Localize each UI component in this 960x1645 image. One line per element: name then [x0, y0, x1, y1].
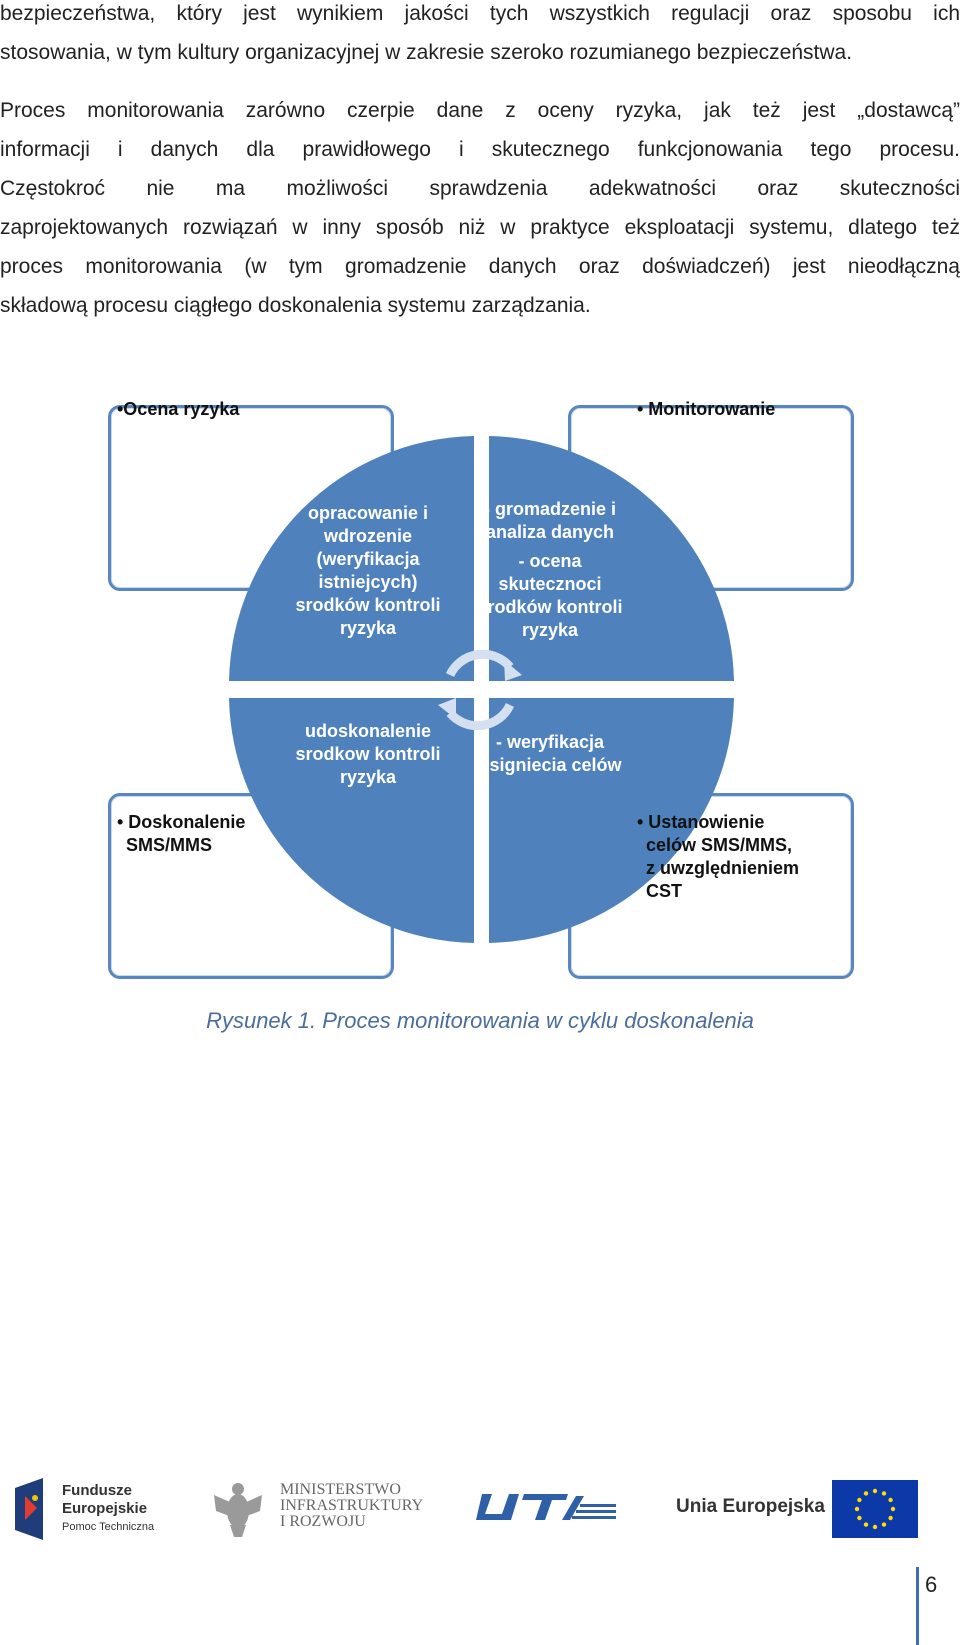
quadrant-text-top-right: - gromadzenie i analiza danych - ocena s…: [470, 498, 630, 642]
logo-line: I ROZWOJU: [280, 1513, 366, 1530]
eu-star: [872, 1488, 878, 1494]
page-rule: [916, 1567, 919, 1645]
quad-line: wdrozenie: [323, 526, 412, 546]
circle-quadrants: [229, 436, 734, 943]
eu-flag-icon: [832, 1480, 918, 1538]
eu-star: [881, 1491, 887, 1496]
quad-line: osigniecia celów: [478, 755, 622, 775]
figure-caption: Rysunek 1. Proces monitorowania w cyklu …: [206, 1008, 754, 1033]
label-line: • Ustanowienie: [637, 812, 765, 832]
text-line: Proces monitorowania zarówno czerpie dan…: [0, 99, 960, 122]
logo-line: Europejskie: [62, 1500, 148, 1517]
quad-line: ryzyka: [521, 620, 579, 640]
logo-line: Fundusze: [62, 1482, 132, 1499]
label-line: z uwzględnieniem: [646, 858, 800, 878]
eagle-emblem-icon: [214, 1483, 262, 1537]
text-line: bezpieczeństwa, który jest wynikiem jako…: [0, 2, 960, 25]
quadrant-text-top-left: opracowanie i wdrozenie (weryfikacja ist…: [288, 502, 448, 640]
quad-line: (weryfikacja: [316, 549, 420, 569]
eu-title: Unia Europejska: [676, 1496, 825, 1517]
quad-line: ryzyka: [339, 618, 397, 638]
label-ustanowienie: • Ustanowienie celów SMS/MMS, z uwzględn…: [637, 811, 799, 903]
ministry-title: MINISTERSTWO INFRASTRUKTURY I ROZWOJU: [280, 1482, 423, 1530]
eu-star: [890, 1506, 896, 1512]
quad-line: istniejcych): [318, 572, 418, 592]
footer-logos: Fundusze Europejskie Pomoc Techniczna MI…: [0, 1470, 960, 1550]
quadrant-text-bottom-left: udoskonalenie srodkow kontroli ryzyka: [288, 720, 448, 789]
label-doskonalenie: • Doskonalenie SMS/MMS: [117, 811, 245, 857]
quadrant-top-left: [229, 436, 474, 681]
quad-line: srodkow kontroli: [295, 744, 441, 764]
text-line: stosowania, w tym kultury organizacyjnej…: [0, 41, 853, 64]
paragraph-1: bezpieczeństwa, który jest wynikiem jako…: [0, 0, 960, 72]
label-monitorowanie: • Monitorowanie: [637, 399, 776, 419]
fe-title: Fundusze Europejskie Pomoc Techniczna: [62, 1482, 154, 1536]
eu-star: [872, 1524, 878, 1530]
page-number: 6: [925, 1572, 938, 1597]
quad-line: ryzyka: [339, 767, 397, 787]
quad-line: srodków kontroli: [295, 595, 441, 615]
quad-line: skutecznoci: [498, 574, 602, 594]
logo-line: Pomoc Techniczna: [62, 1521, 155, 1533]
eu-star: [881, 1522, 887, 1527]
text-line: informacji i danych dla prawidłowego i s…: [0, 138, 960, 161]
eu-star: [863, 1491, 869, 1496]
eu-star: [854, 1506, 860, 1512]
quadrant-text-bottom-right: - weryfikacja osigniecia celów: [470, 731, 630, 777]
text-line: zaprojektowanych rozwiązań w inny sposób…: [0, 216, 960, 239]
text-line: składową procesu ciągłego doskonalenia s…: [0, 294, 591, 317]
label-ocena-ryzyka: •Ocena ryzyka: [117, 399, 240, 419]
fundusze-europejskie-logo-icon: [15, 1478, 43, 1540]
quad-line: - weryfikacja: [495, 732, 605, 752]
eu-star: [888, 1497, 893, 1503]
quadrant-bottom-left: [229, 698, 474, 943]
label-line: SMS/MMS: [126, 835, 213, 855]
quad-line: srodków kontroli: [477, 597, 623, 617]
quadrant-top-right: [489, 436, 734, 681]
eu-star: [863, 1522, 869, 1527]
label-line: celów SMS/MMS,: [646, 835, 793, 855]
text-line: Częstokroć nie ma możliwości sprawdzenia…: [0, 177, 960, 200]
quad-line: udoskonalenie: [304, 721, 432, 741]
text-line: proces monitorowania (w tym gromadzenie …: [0, 255, 960, 278]
label-line: • Doskonalenie: [117, 812, 246, 832]
paragraph-2: Proces monitorowania zarówno czerpie dan…: [0, 91, 960, 325]
label-line: CST: [646, 881, 682, 901]
eu-star: [888, 1515, 893, 1521]
eu-star: [857, 1515, 862, 1521]
quad-line: - ocena: [518, 551, 582, 571]
eu-star: [857, 1497, 862, 1503]
quad-line: opracowanie i: [307, 503, 429, 523]
logo-line: MINISTERSTWO: [280, 1481, 401, 1498]
quad-line: analiza danych: [485, 522, 615, 542]
utk-logo-icon: [476, 1494, 616, 1520]
cycle-arrows-icon: [445, 649, 515, 731]
quad-line: - gromadzenie i: [483, 499, 617, 519]
cycle-diagram: •Ocena ryzyka • Monitorowanie • Doskonal…: [105, 399, 855, 980]
quadrant-bottom-right: [489, 698, 734, 943]
logo-line: INFRASTRUKTURY: [280, 1497, 424, 1514]
